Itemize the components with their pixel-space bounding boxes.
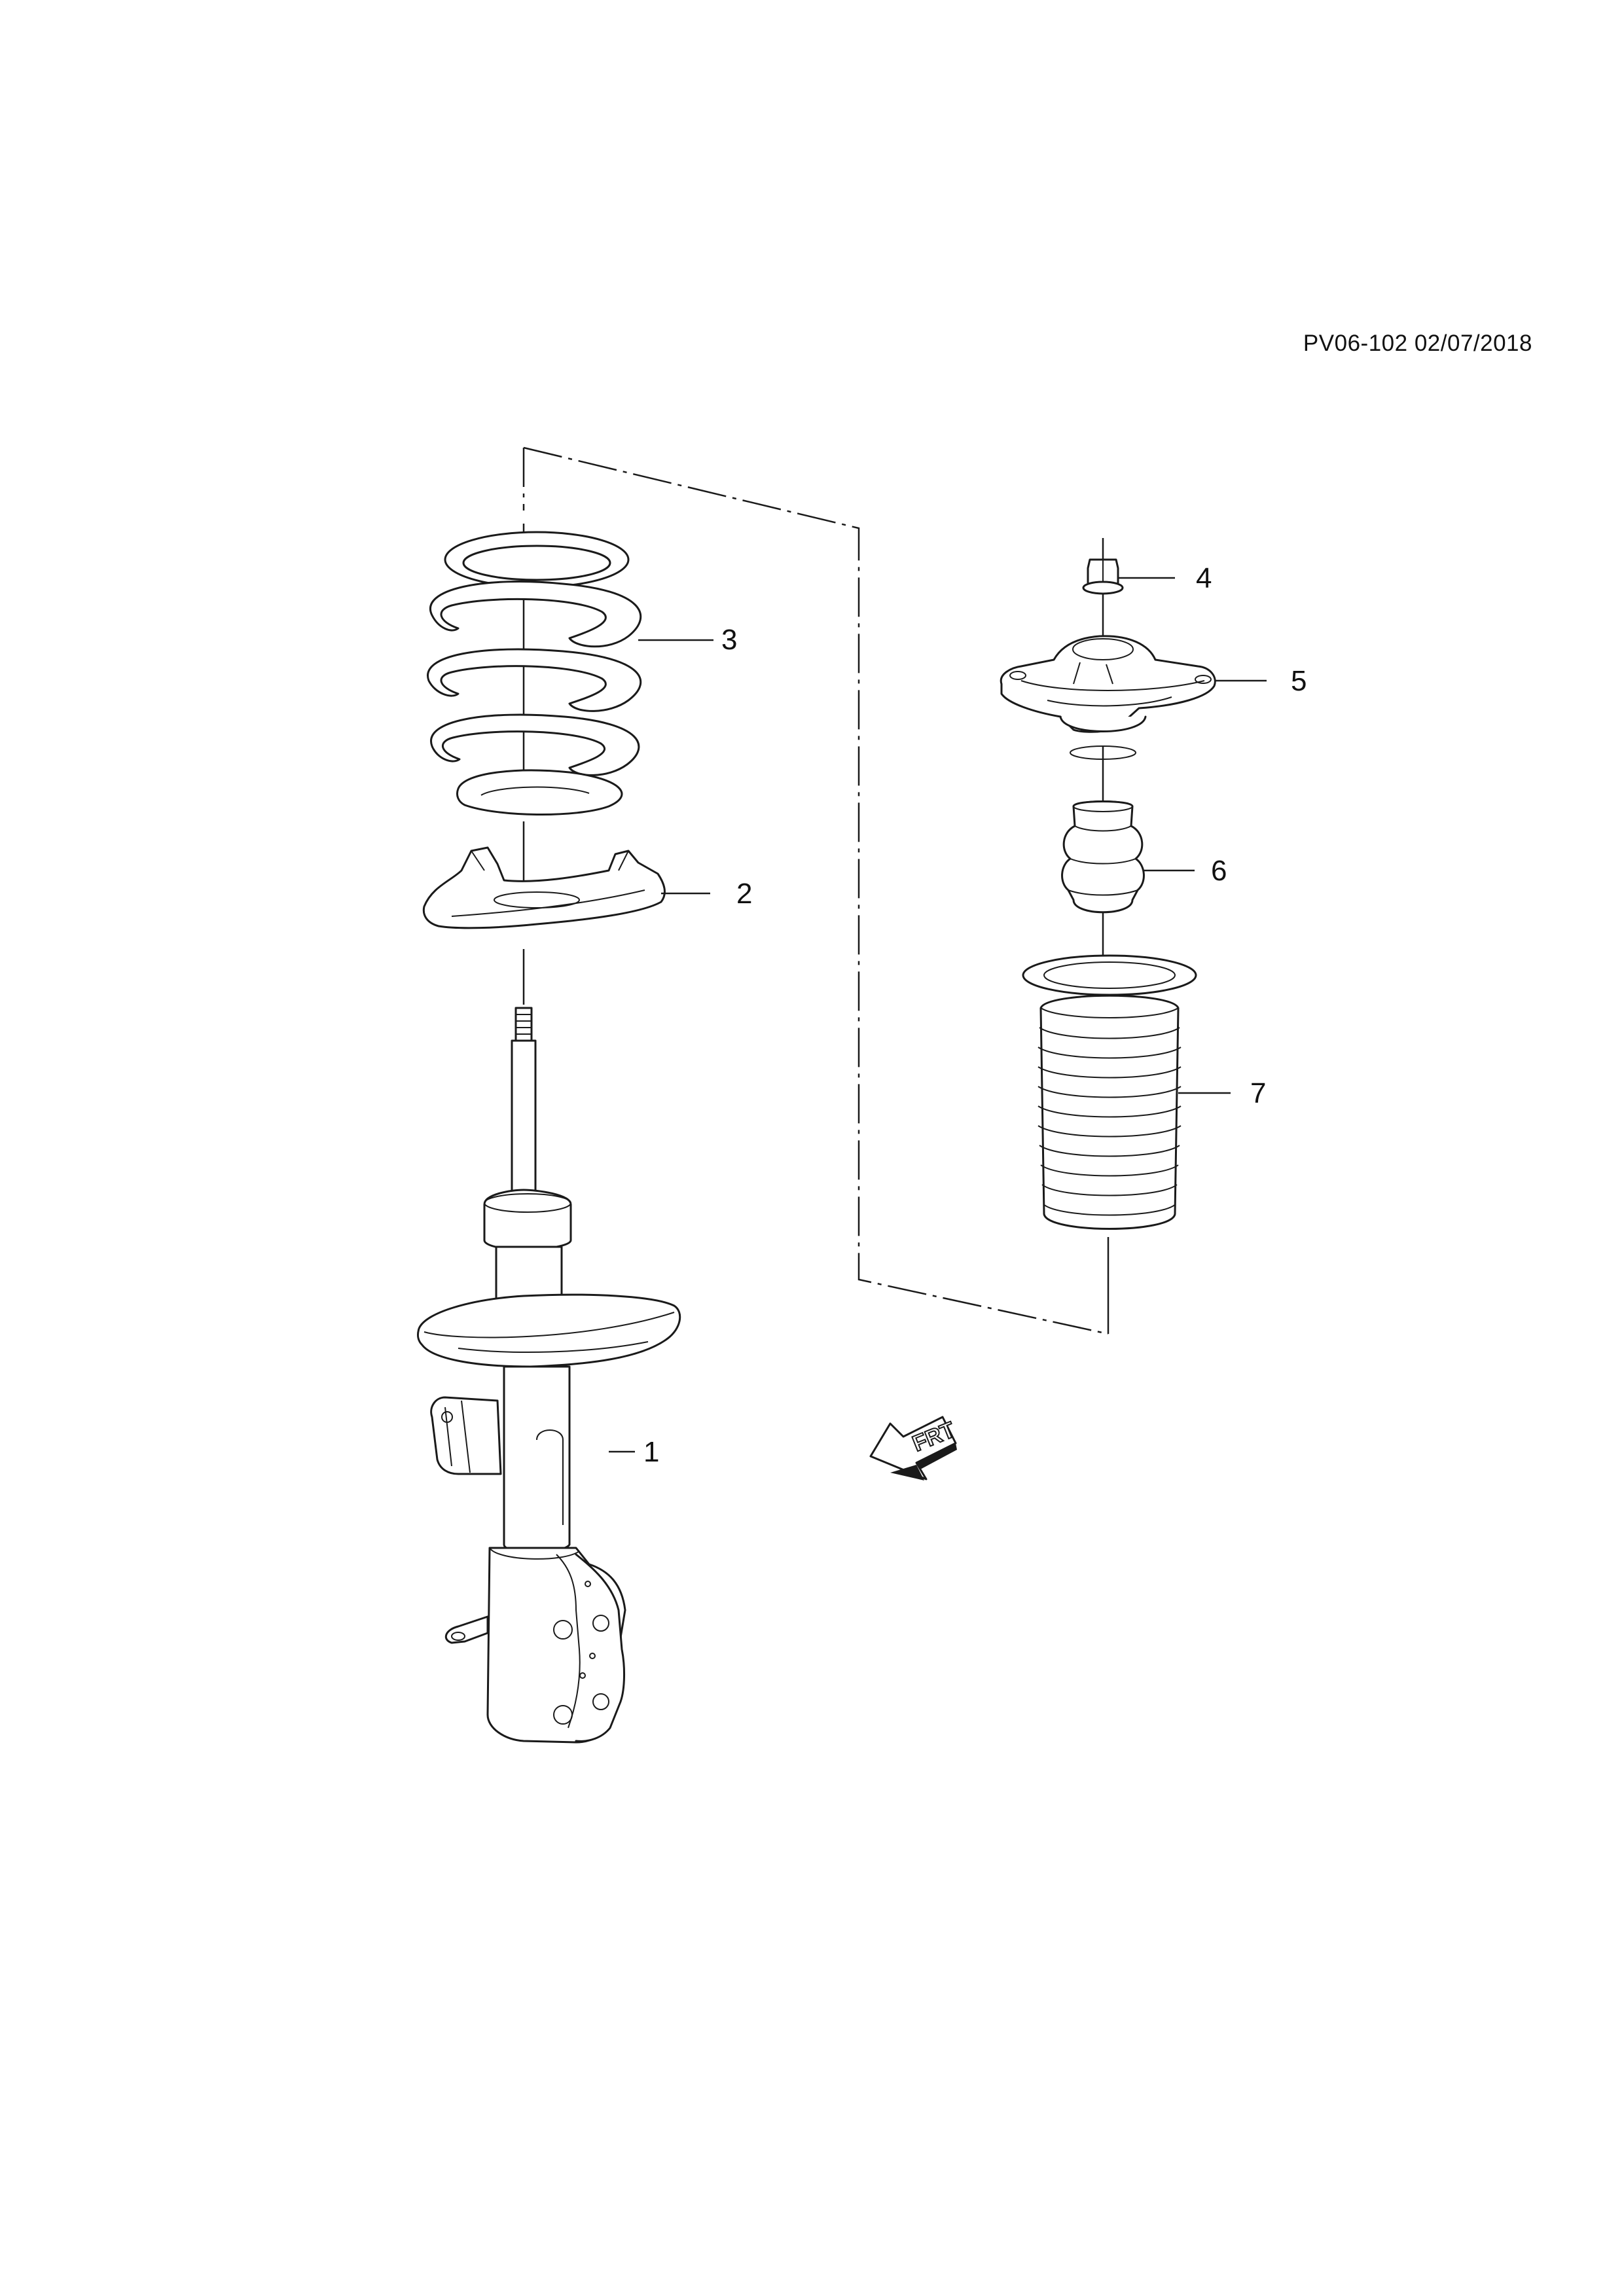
callout-4: 4 — [1196, 562, 1212, 594]
assembly-guide-line — [522, 446, 1110, 1335]
document-reference: PV06-102 02/07/2018 — [1303, 331, 1532, 356]
strut-part — [416, 1007, 681, 1744]
callout-7: 7 — [1250, 1077, 1266, 1109]
callout-2: 2 — [736, 878, 752, 910]
front-direction-arrow-icon: FRT — [869, 1416, 959, 1480]
callout-5: 5 — [1291, 665, 1307, 697]
spring-seat-part — [422, 846, 666, 929]
dust-boot-part — [1022, 954, 1197, 1230]
callouts: 1 2 3 4 5 6 7 — [643, 562, 1307, 1468]
callout-1: 1 — [643, 1436, 659, 1468]
leader-lines — [609, 577, 1267, 1453]
strut-mount-part — [1000, 635, 1216, 760]
coil-spring-part — [427, 531, 642, 816]
nut-part — [1082, 558, 1124, 595]
bump-stop-part — [1061, 800, 1145, 914]
callout-3: 3 — [721, 624, 737, 656]
callout-6: 6 — [1211, 855, 1227, 887]
